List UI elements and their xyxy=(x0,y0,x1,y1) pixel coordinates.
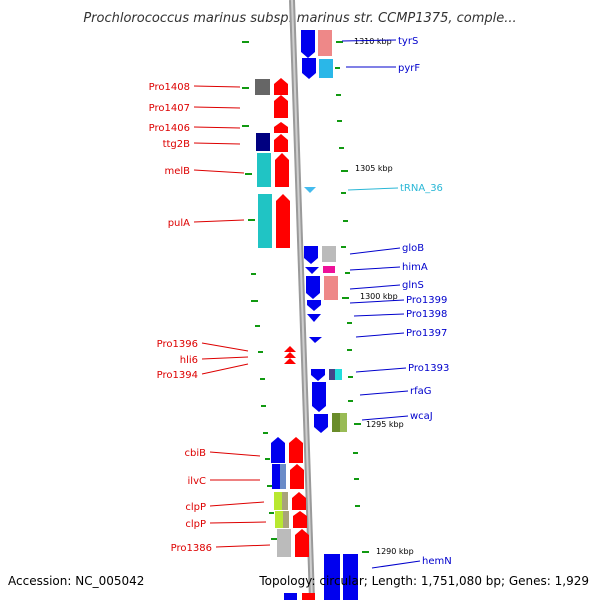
gene-trna36-arrow[interactable] xyxy=(304,187,316,193)
accession-text: Accession: NC_005042 xyxy=(8,574,144,588)
gene-hima-arrow[interactable] xyxy=(305,267,319,274)
label-pyrf[interactable]: pyrF xyxy=(398,63,420,74)
label-glob[interactable]: gloB xyxy=(402,243,424,254)
gene-ilvc-arrow[interactable] xyxy=(290,464,304,489)
gene-pro1396-arrow[interactable] xyxy=(284,346,296,352)
gene-hli6-arrow[interactable] xyxy=(284,352,296,358)
gene-hemn-arrow[interactable] xyxy=(343,554,358,600)
gene-bottom-right-feature[interactable] xyxy=(302,593,315,600)
label-ttg2b[interactable]: ttg2B xyxy=(163,139,191,150)
label-hemn[interactable]: hemN xyxy=(422,556,452,567)
label-glns[interactable]: glnS xyxy=(402,280,424,291)
label-pro1399[interactable]: Pro1399 xyxy=(406,295,447,306)
gene-clpp-1-domain xyxy=(282,492,288,510)
gene-cbib-arrow[interactable] xyxy=(289,437,303,463)
gene-clpp-2-feature[interactable] xyxy=(275,511,283,528)
gene-pro1393-feature[interactable] xyxy=(329,369,335,380)
gene-pro1397-arrow[interactable] xyxy=(309,337,322,343)
label-pro1407[interactable]: Pro1407 xyxy=(149,103,190,114)
gene-pro1408-feature[interactable] xyxy=(255,79,270,95)
tick-label-1290: 1290 kbp xyxy=(376,547,414,556)
gene-wcaj-domain xyxy=(340,413,347,432)
gene-pro1393-arrow[interactable] xyxy=(311,369,325,381)
label-rfag[interactable]: rfaG xyxy=(410,386,432,397)
label-pro1394[interactable]: Pro1394 xyxy=(157,370,198,381)
genome-stats-text: Topology: circular; Length: 1,751,080 bp… xyxy=(258,574,589,588)
gene-pro1386-arrow[interactable] xyxy=(295,529,309,557)
gene-pyrf-feature[interactable] xyxy=(319,59,333,78)
gene-pro1386-feature[interactable] xyxy=(277,529,291,557)
tick-label-1305: 1305 kbp xyxy=(355,164,393,173)
gene-pro1408-arrow[interactable] xyxy=(274,78,288,95)
ring-marks xyxy=(242,41,369,553)
label-pro1398[interactable]: Pro1398 xyxy=(406,309,447,320)
label-melb[interactable]: melB xyxy=(164,166,190,177)
label-pula[interactable]: pulA xyxy=(168,218,190,229)
tick-label-1295: 1295 kbp xyxy=(366,420,404,429)
label-tyrs[interactable]: tyrS xyxy=(398,36,418,47)
label-wcaj[interactable]: wcaJ xyxy=(410,411,433,422)
gene-melb-feature[interactable] xyxy=(257,153,271,187)
gene-pro1393-domain xyxy=(335,369,342,380)
gene-glns-feature[interactable] xyxy=(324,276,338,300)
gene-ilvc-domain xyxy=(280,464,286,489)
gene-tyrs-arrow[interactable] xyxy=(301,30,315,58)
label-pro1386[interactable]: Pro1386 xyxy=(171,543,212,554)
label-clpp-1[interactable]: clpP xyxy=(185,502,206,513)
gene-ttg2b-arrow[interactable] xyxy=(274,134,288,152)
gene-clpp-1-arrow[interactable] xyxy=(292,492,306,510)
label-trna36[interactable]: tRNA_36 xyxy=(400,183,443,194)
gene-pyrf-arrow[interactable] xyxy=(302,58,316,79)
gene-clpp-1-feature[interactable] xyxy=(274,492,282,510)
label-clpp-2[interactable]: clpP xyxy=(185,519,206,530)
gene-hima-feature[interactable] xyxy=(323,266,335,273)
gene-pro1407-arrow[interactable] xyxy=(274,95,288,118)
tick-label-1300: 1300 kbp xyxy=(360,292,398,301)
gene-ilvc-feature[interactable] xyxy=(272,464,280,489)
gene-tyrs-feature[interactable] xyxy=(318,30,332,56)
gene-pro1398-arrow[interactable] xyxy=(307,314,321,322)
map-title: Prochlorococcus marinus subsp. marinus s… xyxy=(83,11,516,26)
gene-pula-arrow[interactable] xyxy=(276,194,290,248)
label-cbib[interactable]: cbiB xyxy=(185,448,207,459)
gene-pro1394-arrow[interactable] xyxy=(284,358,296,364)
tick-label-1310: 1310 kbp xyxy=(354,37,392,46)
label-hli6[interactable]: hli6 xyxy=(180,355,198,366)
left-leader-lines xyxy=(193,85,271,548)
gene-ttg2b-feature[interactable] xyxy=(256,133,270,151)
gene-hemn-feature[interactable] xyxy=(324,554,340,600)
gene-glns-arrow[interactable] xyxy=(306,276,320,299)
label-ilvc[interactable]: ilvC xyxy=(188,476,206,487)
right-leader-lines xyxy=(341,39,421,569)
trna-leader-line xyxy=(347,187,399,191)
gene-pula-feature[interactable] xyxy=(258,194,272,248)
gene-glob-arrow[interactable] xyxy=(304,246,318,264)
gene-clpp-2-domain xyxy=(283,511,289,528)
label-pro1408[interactable]: Pro1408 xyxy=(149,82,190,93)
gene-wcaj-feature[interactable] xyxy=(332,413,340,432)
label-pro1406[interactable]: Pro1406 xyxy=(149,123,190,134)
gene-pro1399-arrow[interactable] xyxy=(307,300,321,311)
gene-cbib-feature[interactable] xyxy=(271,437,285,463)
gene-melb-arrow[interactable] xyxy=(275,153,289,187)
label-pro1397[interactable]: Pro1397 xyxy=(406,328,447,339)
gene-bottom-left-feature[interactable] xyxy=(284,593,297,600)
gene-rfag-arrow[interactable] xyxy=(312,382,326,412)
label-pro1396[interactable]: Pro1396 xyxy=(157,339,198,350)
label-pro1393[interactable]: Pro1393 xyxy=(408,363,449,374)
label-hima[interactable]: himA xyxy=(402,262,428,273)
gene-glob-feature[interactable] xyxy=(322,246,336,262)
genome-backbone xyxy=(289,0,315,600)
gene-pro1406-arrow[interactable] xyxy=(274,122,288,133)
gene-clpp-2-arrow[interactable] xyxy=(293,511,307,528)
gene-wcaj-arrow[interactable] xyxy=(314,414,328,433)
